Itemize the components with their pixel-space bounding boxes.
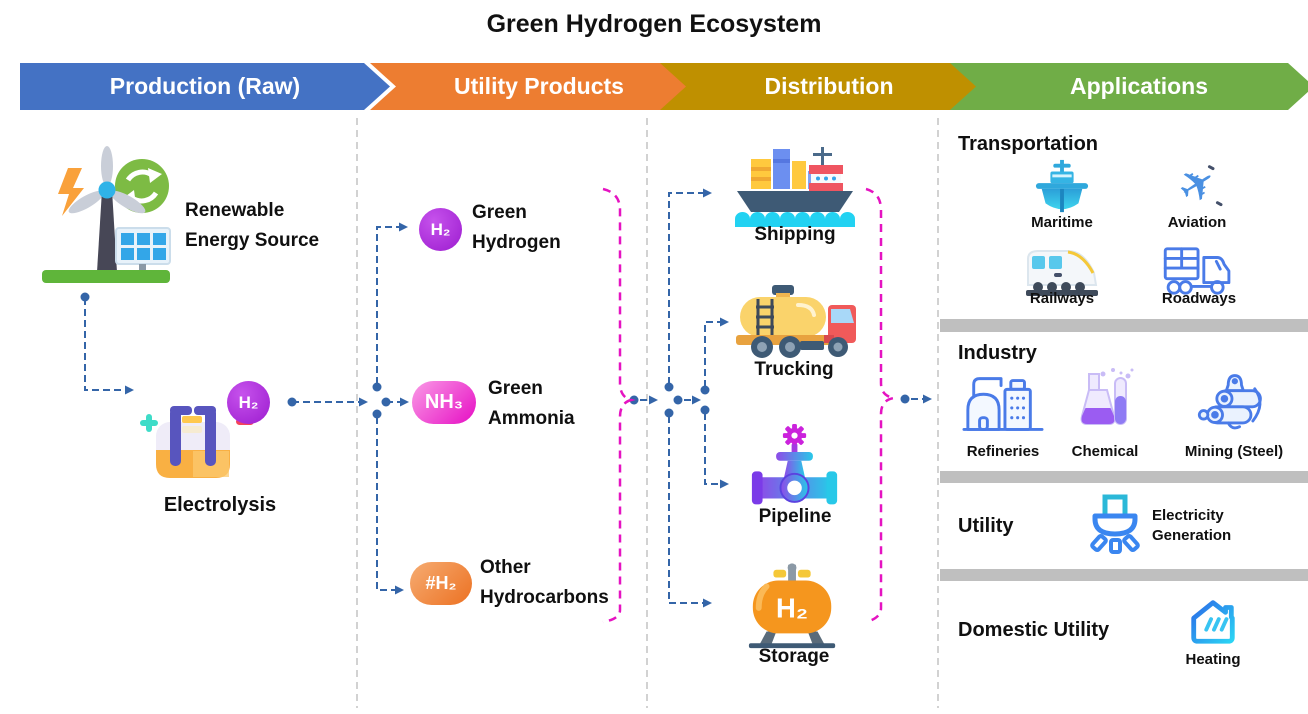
other-hydrocarbons-label: Other Hydrocarbons [480,557,609,608]
industry-heading: Industry [958,342,1037,364]
electrolysis-icon [140,406,254,478]
green-hydrogen-label: Green Hydrogen [472,202,561,253]
roadways-label: Roadways [1161,290,1237,307]
renewable-energy-label: Renewable Energy Source [185,200,320,251]
storage-tank-text: H₂ [776,593,808,624]
collector-braces [602,187,895,624]
electrolysis-label: Electrolysis [163,494,277,516]
aviation-label: Aviation [1167,214,1227,231]
storage-label: Storage [758,646,830,667]
chemical-icon [1080,368,1134,425]
electricity-generation-icon [1090,494,1140,554]
flow-junction-dots [80,292,910,419]
storage-icon: H₂ [748,563,836,649]
green-ammonia-badge: NH₃ [412,381,476,424]
heating-icon [1191,600,1235,644]
stage-applications-label: Applications [1069,73,1208,99]
trucking-label: Trucking [754,359,834,380]
railways-icon [1026,250,1098,296]
pipeline-icon [751,423,838,505]
pipeline-label: Pipeline [758,506,832,527]
mining-icon [1197,374,1262,430]
green-hydrogen-badge: H₂ [419,208,462,251]
maritime-icon [1035,159,1089,213]
trucking-icon [736,285,856,358]
applications-divider-bars [940,319,1308,581]
domestic-utility-heading: Domestic Utility [958,619,1110,641]
refineries-label: Refineries [966,443,1040,460]
chemical-label: Chemical [1071,443,1139,460]
stage-utility-products-label: Utility Products [454,73,624,99]
stage-distribution: Distribution [660,63,984,110]
mining-label: Mining (Steel) [1184,443,1284,460]
shipping-label: Shipping [754,224,836,245]
renewable-energy-icon [42,146,171,283]
heating-label: Heating [1185,651,1241,668]
railways-label: Railways [1029,290,1095,307]
aviation-icon: ✈ [1169,156,1226,216]
other-hydrocarbons-badge: #H₂ [410,562,472,605]
roadways-icon [1163,247,1231,295]
svg-text:✈: ✈ [1169,156,1226,216]
stage-applications: Applications [950,63,1308,110]
stage-production: Production (Raw) [20,63,390,110]
page-title: Green Hydrogen Ecosystem [486,10,822,38]
transportation-heading: Transportation [958,133,1099,155]
electricity-generation-label: Electricity Generation [1152,507,1232,544]
stage-utility-products: Utility Products [370,63,694,110]
refineries-icon [962,377,1044,431]
flow-lines [84,192,924,604]
shipping-icon [735,147,855,227]
flow-arrowheads [125,188,932,608]
stage-distribution-label: Distribution [764,73,894,99]
green-ammonia-label: Green Ammonia [488,378,575,429]
maritime-label: Maritime [1031,214,1093,231]
stage-production-label: Production (Raw) [109,73,301,99]
utility-heading: Utility [958,515,1014,537]
h2-output-badge: H₂ [227,381,270,424]
column-separators [356,118,939,708]
